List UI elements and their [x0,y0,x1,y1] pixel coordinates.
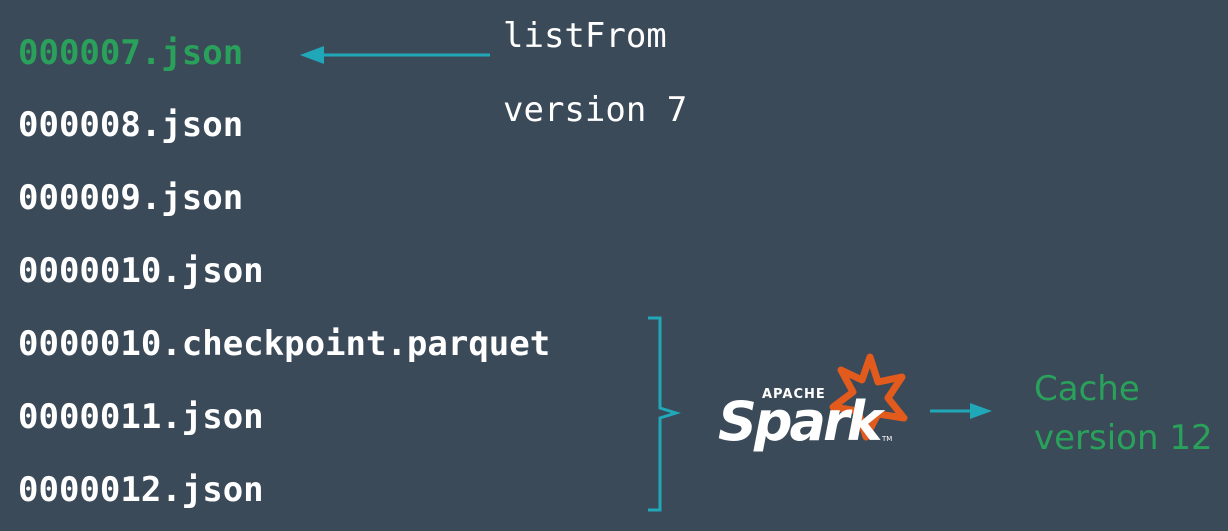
spark-logo-tm-text: TM [881,435,892,443]
annotation-listfrom: listFrom [503,16,667,56]
file-item-000007: 000007.json [18,33,244,73]
grouping-brace-icon [648,316,682,512]
file-item-0000010: 0000010.json [18,251,264,291]
listfrom-arrow-icon [300,46,490,64]
spark-star-icon [829,353,908,441]
spark-logo-apache-text: APACHE [762,387,826,402]
file-item-0000012: 0000012.json [18,470,264,510]
cache-arrow-icon [930,403,992,419]
spark-logo-main-text: Spark [718,390,886,453]
file-item-0000010-checkpoint: 0000010.checkpoint.parquet [18,324,551,364]
file-item-000008: 000008.json [18,105,244,145]
cache-label: Cache version 12 [1034,365,1213,464]
cache-label-line1: Cache [1034,369,1140,409]
cache-label-line2: version 12 [1034,418,1213,459]
annotation-version: version 7 [503,90,688,130]
file-item-000009: 000009.json [18,178,244,218]
file-item-0000011: 0000011.json [18,397,264,437]
spark-logo: APACHE Spark TM [718,353,908,453]
